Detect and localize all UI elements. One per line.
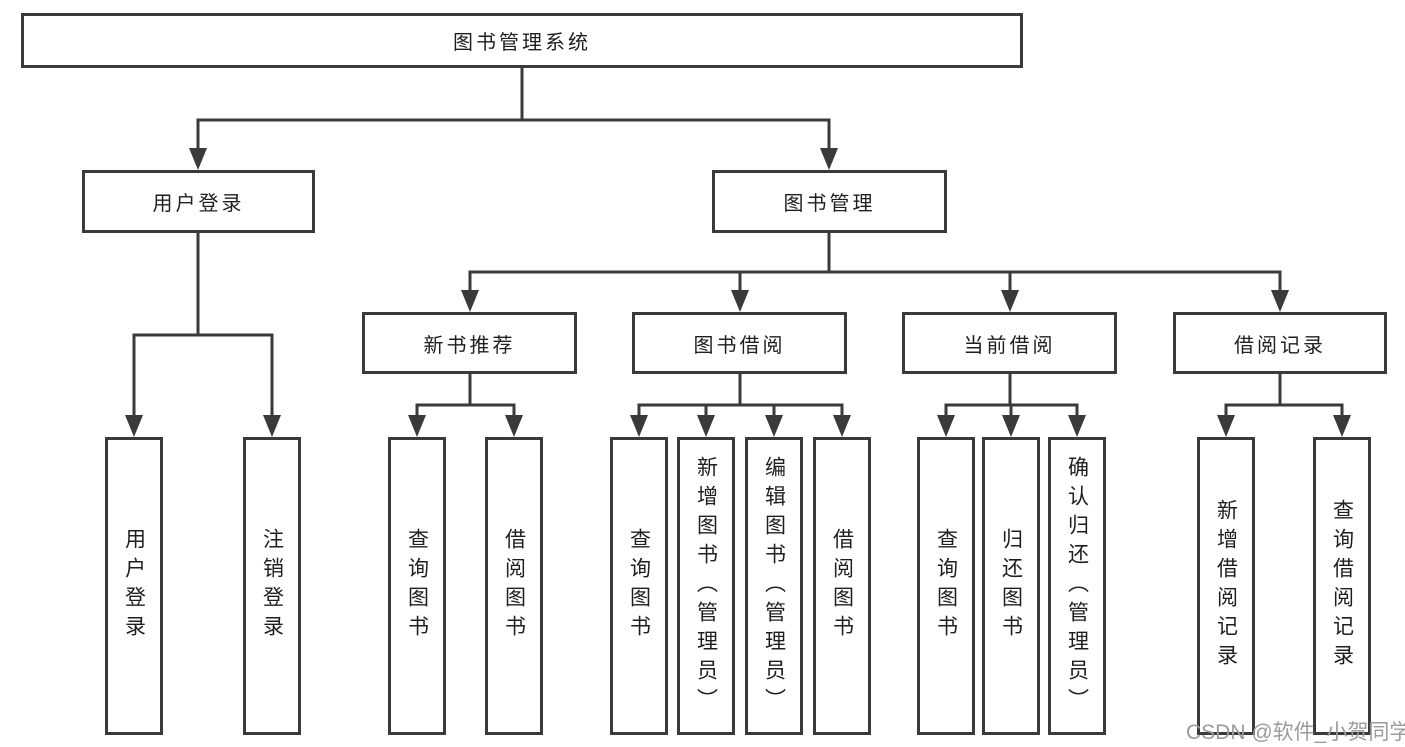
branch-user-login <box>125 233 281 437</box>
leaf-return-books: 归还图书 <box>982 437 1040 735</box>
node-label: 用户登录 <box>152 193 245 215</box>
leaf-label: 查询图书 <box>627 528 651 644</box>
node-label: 当前借阅 <box>963 334 1056 357</box>
leaf-add-borrow-record: 新增借阅记录 <box>1197 437 1255 735</box>
branch-current-borrowing <box>937 374 1086 437</box>
node-label: 借阅记录 <box>1234 334 1326 357</box>
node-borrow-records: 借阅记录 <box>1173 312 1387 374</box>
node-label: 图书管理 <box>783 193 876 215</box>
leaf-borrow-books-recommend: 借阅图书 <box>485 437 543 735</box>
leaf-user-login: 用户登录 <box>105 437 163 735</box>
leaf-label: 借阅图书 <box>830 528 854 644</box>
leaf-query-books-borrow: 查询图书 <box>610 437 668 735</box>
node-label: 图书借阅 <box>693 334 786 357</box>
node-book-management: 图书管理 <box>712 170 947 233</box>
node-label: 新书推荐 <box>423 334 516 357</box>
node-book-borrowing: 图书借阅 <box>632 312 847 374</box>
leaf-label: 查询图书 <box>405 528 429 644</box>
branch-borrow-records <box>1217 374 1351 437</box>
node-user-login: 用户登录 <box>82 170 315 233</box>
leaf-label: 注销登录 <box>260 528 284 644</box>
leaf-borrow-books: 借阅图书 <box>813 437 871 735</box>
node-new-book-recommend: 新书推荐 <box>362 312 577 374</box>
leaf-confirm-return-admin: 确认归还（管理员） <box>1048 437 1106 735</box>
branch-book-management <box>461 233 1289 312</box>
leaf-query-borrow-record: 查询借阅记录 <box>1313 437 1371 735</box>
leaf-logout: 注销登录 <box>243 437 301 735</box>
leaf-label: 新增图书（管理员） <box>694 455 718 717</box>
leaf-edit-books-admin: 编辑图书（管理员） <box>745 437 803 735</box>
leaf-label: 新增借阅记录 <box>1214 499 1238 673</box>
leaf-add-books-admin: 新增图书（管理员） <box>677 437 735 735</box>
csdn-watermark: CSDN @软件_小贺同学 <box>1186 721 1405 744</box>
branch-new-book-recommend <box>408 374 523 437</box>
root-label: 图书管理系统 <box>453 32 591 54</box>
branch-book-borrowing <box>630 374 851 437</box>
leaf-label: 查询借阅记录 <box>1330 499 1354 673</box>
leaf-query-books-recommend: 查询图书 <box>388 437 446 735</box>
leaf-label: 确认归还（管理员） <box>1065 455 1089 717</box>
branch-root <box>189 68 838 170</box>
leaf-label: 查询图书 <box>934 528 958 644</box>
leaf-query-books-current: 查询图书 <box>917 437 975 735</box>
node-current-borrowing: 当前借阅 <box>902 312 1117 374</box>
leaf-label: 编辑图书（管理员） <box>762 455 786 717</box>
leaf-label: 用户登录 <box>122 528 146 644</box>
leaf-label: 借阅图书 <box>502 528 526 644</box>
leaf-label: 归还图书 <box>999 528 1023 644</box>
root-node-library-management-system: 图书管理系统 <box>21 13 1023 68</box>
